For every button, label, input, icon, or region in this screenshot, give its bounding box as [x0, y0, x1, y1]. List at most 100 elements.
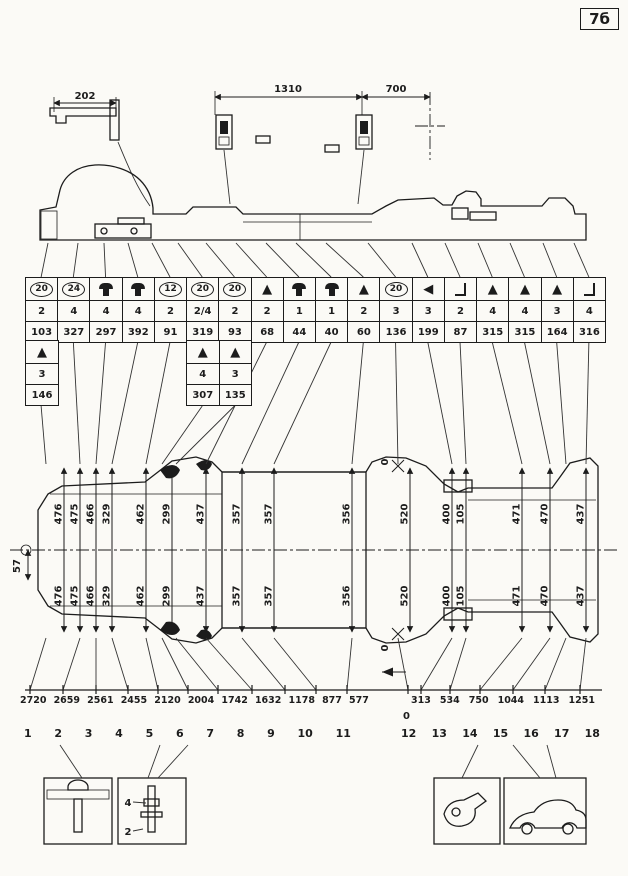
- leader-line: [397, 637, 409, 691]
- detail-box-stud: [117, 777, 187, 845]
- point-index: 7: [206, 727, 214, 740]
- dimension-value: 199: [412, 322, 445, 343]
- scale-value: 2004: [187, 695, 215, 706]
- plan-dimension-upper-label: 462: [136, 504, 147, 525]
- leader-line: [241, 637, 286, 691]
- table-symbol-cell: [90, 278, 123, 301]
- leader-line: [273, 637, 317, 691]
- dimension-value: 40: [315, 322, 349, 343]
- leader-line: [295, 242, 332, 278]
- plan-dimension-lower-label: 357: [232, 586, 243, 607]
- fastener-count: 1: [315, 301, 349, 322]
- datum-cross-mark: [391, 627, 405, 641]
- table-symbol-cell: ▲: [251, 278, 284, 301]
- leader-line: [585, 341, 590, 465]
- circled-number-icon: 20: [384, 281, 408, 297]
- plan-dimension-upper-label: 299: [162, 504, 173, 525]
- leader-line: [459, 341, 467, 465]
- leader-line: [161, 405, 203, 465]
- leader-line: [367, 242, 396, 278]
- plan-dimension-upper-label: 356: [342, 504, 353, 525]
- leader-line: [145, 341, 171, 465]
- leader-line: [103, 242, 107, 278]
- triangle-icon: ▲: [262, 281, 273, 297]
- leader-line: [477, 242, 493, 278]
- point-index: 1: [24, 727, 32, 740]
- triangle-icon: ▲: [197, 344, 208, 360]
- top-dimension-lines: 1310 700: [214, 84, 445, 205]
- table-symbol-cell: [122, 278, 155, 301]
- plan-dimension-upper-label: 470: [540, 504, 551, 525]
- triangle-icon: ▲: [519, 281, 530, 297]
- rivet-icon: [98, 282, 114, 296]
- scale-value: 2455: [120, 695, 148, 706]
- plan-dimension-upper-label: 466: [86, 504, 97, 525]
- plan-dimension-upper-label: 476: [54, 504, 65, 525]
- plan-dimension-lower-label: 476: [54, 586, 65, 607]
- dimension-value: 307: [187, 385, 220, 406]
- fastener-count: 2: [251, 301, 284, 322]
- leader-line: [346, 637, 353, 691]
- datum-zero-bottom-label: 0: [380, 644, 391, 651]
- point-index: 6: [175, 727, 184, 740]
- table-symbol-cell: ◀: [412, 278, 445, 301]
- rivet-icon: [324, 282, 340, 296]
- leader-line: [145, 637, 159, 691]
- leader-line: [427, 341, 453, 465]
- dimension-value: 146: [26, 385, 59, 406]
- plan-dimension-upper-label: 357: [264, 504, 275, 525]
- point-index: 3: [84, 727, 93, 740]
- chassis-plan-view: [10, 456, 618, 677]
- leader-line: [151, 242, 171, 278]
- plan-dimension-lower-label: 462: [136, 586, 147, 607]
- fastener-count: 2: [154, 301, 188, 322]
- plan-dimension-upper-label: 105: [456, 504, 467, 525]
- overhang-dimension: 700: [386, 84, 407, 95]
- table-symbol-cell: ▲: [219, 341, 252, 364]
- point-index: 12: [401, 727, 417, 740]
- dimension-value: 44: [283, 322, 316, 343]
- chassis-side-view: [39, 164, 587, 241]
- leader-line: [395, 341, 399, 465]
- corner-bracket-icon: [583, 282, 595, 296]
- leader-line: [491, 341, 523, 465]
- leader-line: [62, 637, 81, 691]
- circled-number-icon: 20: [191, 281, 215, 297]
- point-index: 4: [115, 727, 123, 740]
- dimension-value: 327: [58, 322, 91, 343]
- leader-line: [29, 637, 47, 691]
- triangle-icon: ▲: [37, 344, 47, 360]
- leader-line: [265, 242, 300, 278]
- table-symbol-cell: ▲: [26, 341, 59, 364]
- point-index: 15: [492, 727, 509, 740]
- datum-cross-mark: [391, 459, 405, 473]
- dimension-value: 316: [573, 322, 606, 343]
- plan-dimension-layer: 4764764754754664663293294624622992994374…: [54, 467, 590, 633]
- leader-line: [512, 637, 551, 691]
- leader-line: [40, 405, 47, 465]
- leader-line: [273, 341, 332, 465]
- scale-value: 2720: [20, 695, 47, 706]
- point-index: 5: [145, 727, 154, 740]
- leader-line: [40, 242, 49, 278]
- dimension-value: 315: [477, 322, 510, 343]
- scale-value: 877: [322, 695, 342, 706]
- plan-dimension-lower-label: 466: [86, 586, 97, 607]
- scale-value: 1251: [568, 695, 595, 706]
- plan-dimension-upper-label: 520: [400, 504, 411, 525]
- dimension-value: 136: [380, 322, 413, 343]
- dimension-value: 315: [509, 322, 542, 343]
- jack-point-icon: [160, 465, 180, 479]
- rivet-icon: [291, 282, 307, 296]
- leader-line: [177, 242, 203, 278]
- dimension-value: 135: [219, 385, 252, 406]
- sub-table-column-1: ▲ 3 146: [25, 340, 59, 406]
- plan-dimension-lower-label: 470: [540, 586, 551, 607]
- spec-table: 20 24 12 20 20 ▲ ▲ 20 ◀ ▲ ▲ ▲ 2 4 4 4 2 …: [25, 277, 606, 343]
- plan-dimension-lower-label: 437: [196, 586, 207, 607]
- leader-line: [111, 637, 129, 691]
